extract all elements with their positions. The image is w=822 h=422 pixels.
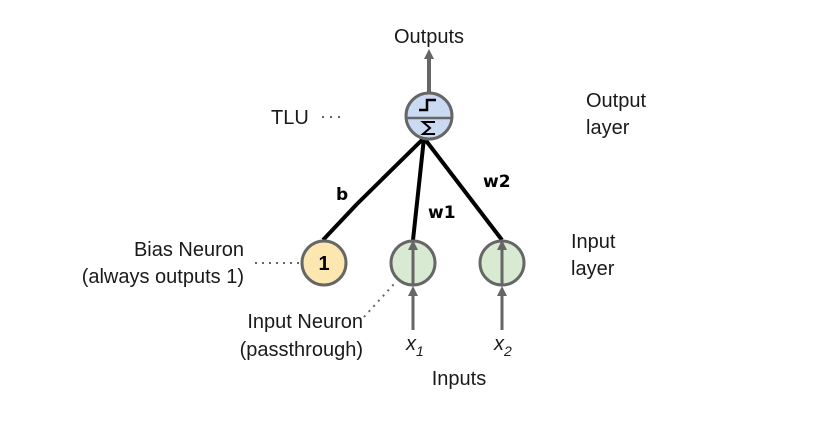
input-neuron-leader [363, 283, 395, 318]
w1-weight-label: w1 [428, 203, 456, 223]
x2-subscript: 2 [503, 343, 512, 359]
tlu-label: TLU [271, 107, 309, 129]
w2-edge [422, 136, 504, 242]
bias-value: 1 [318, 253, 329, 275]
bias-edge [355, 136, 426, 206]
input-neuron-label-2: (passthrough) [240, 339, 363, 361]
x1-subscript: 1 [416, 343, 424, 359]
tlu-node [404, 91, 454, 141]
x2-base: x [493, 333, 505, 355]
input-neuron-2 [478, 239, 526, 330]
output-layer-label-1: Output [586, 90, 646, 112]
bias-neuron-label-2: (always outputs 1) [82, 266, 244, 288]
w2-weight-label: w2 [483, 172, 511, 192]
w1-edge [411, 137, 426, 241]
outputs-label: Outputs [394, 26, 464, 48]
bias-neuron: 1 [300, 239, 348, 287]
sigma-icon [420, 121, 435, 135]
input-neuron-1 [389, 239, 437, 330]
input-layer-label-2: layer [571, 258, 615, 280]
bias-neuron-label-1: Bias Neuron [134, 239, 244, 261]
x1-base: x [405, 333, 417, 355]
bias-edge-lower [321, 202, 359, 242]
x2-label: x2 [493, 333, 512, 359]
inputs-label: Inputs [432, 368, 486, 390]
bias-weight-label: b [336, 185, 348, 205]
step-function-icon [419, 98, 436, 112]
x1-label: x1 [405, 333, 424, 359]
input-neuron-label-1: Input Neuron [247, 311, 363, 333]
output-layer-label-2: layer [586, 117, 630, 139]
input-layer-label-1: Input [571, 231, 616, 253]
